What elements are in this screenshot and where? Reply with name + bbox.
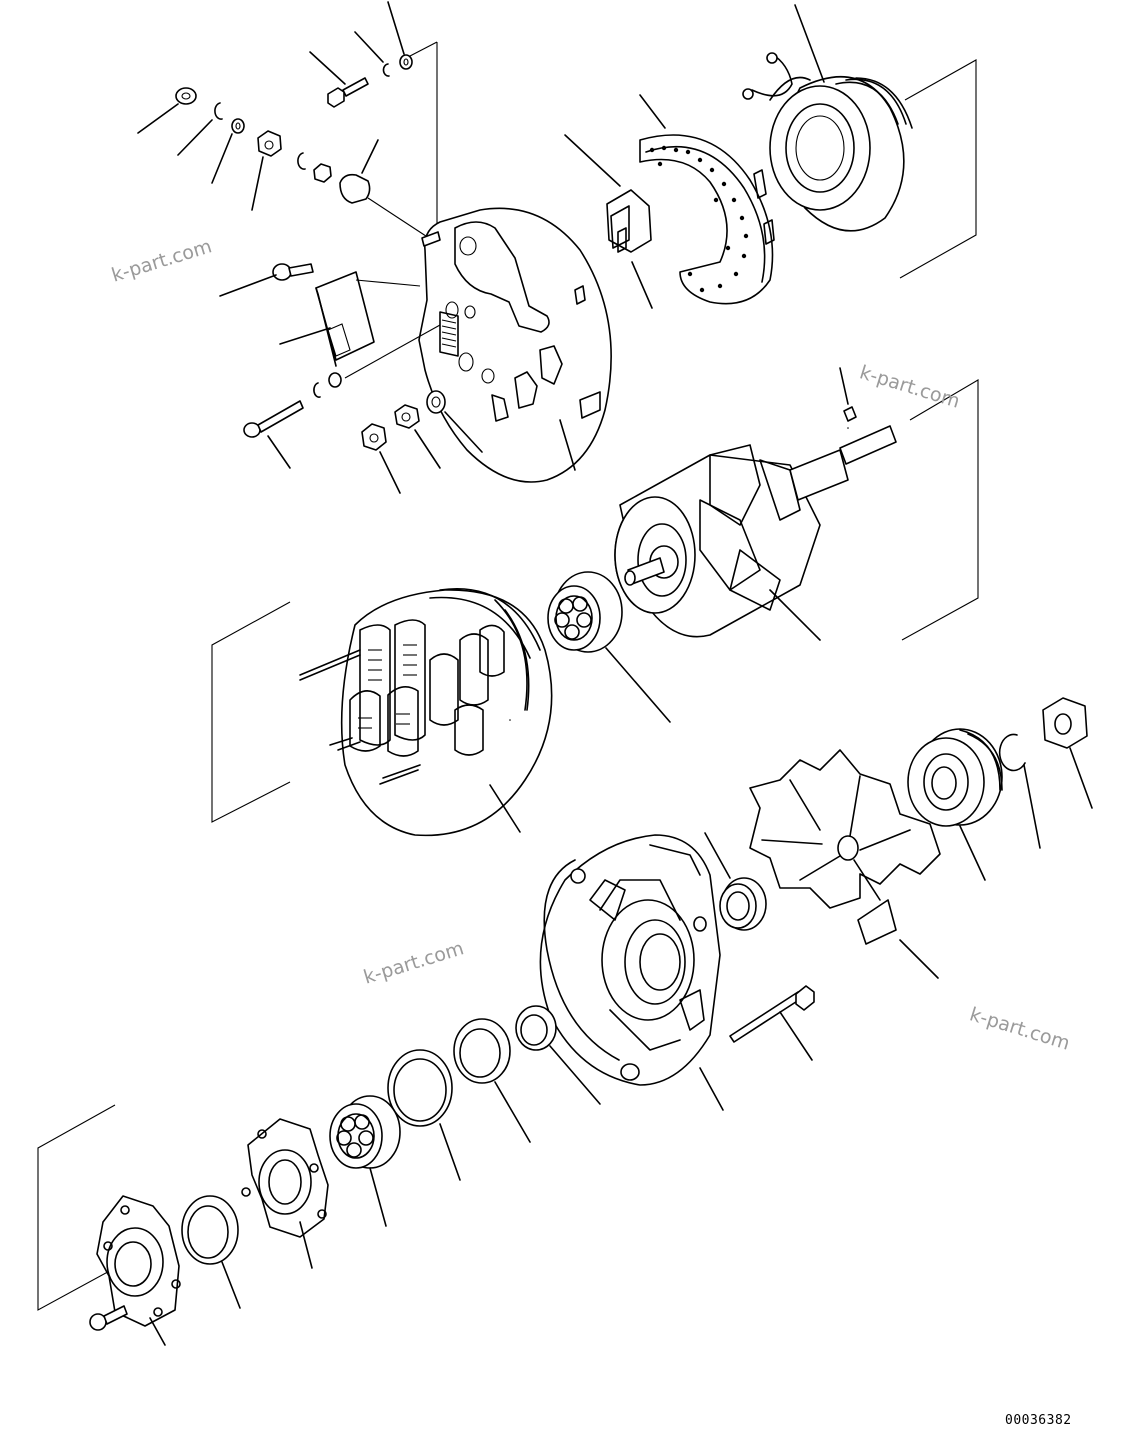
part-snap-ring-5 [998, 733, 1041, 849]
part-field-coil [742, 4, 913, 232]
group-bracket-stator-coil [899, 59, 977, 279]
part-washer-5 [426, 390, 483, 453]
part-snap-ring-1 [177, 102, 223, 156]
part-snap-ring-3 [354, 31, 390, 77]
part-spacer-2 [387, 1049, 461, 1181]
part-bolt-left [219, 263, 314, 297]
part-spacer-1 [453, 1018, 531, 1143]
part-seal-ring-1 [515, 1005, 601, 1105]
part-through-bolt [729, 985, 815, 1061]
diagram-number: 00036382 [1005, 1413, 1072, 1428]
part-washer-3 [387, 1, 413, 70]
part-nut-2 [251, 130, 282, 211]
group-bracket-stator [211, 601, 291, 823]
part-retainer-plate-2 [96, 1195, 181, 1346]
part-bolt-top [309, 51, 369, 108]
part-front-bearing [704, 832, 767, 931]
part-stator [299, 588, 553, 837]
part-nut-5 [1042, 697, 1093, 809]
part-bearing-1 [547, 571, 671, 723]
part-stud-bolt [421, 231, 441, 247]
part-front-housing [539, 834, 724, 1111]
group-bracket-rear-housing [409, 41, 438, 255]
part-snap-ring-2 [297, 152, 306, 170]
part-pulley [907, 728, 1003, 881]
part-regulator [564, 134, 653, 309]
part-bearing-2 [329, 1095, 401, 1227]
part-washer-4 [328, 324, 441, 388]
part-terminal-cap [339, 139, 433, 241]
part-cover-plate [279, 271, 421, 367]
part-seal-ring-2 [181, 1195, 241, 1309]
part-retainer-plate-1 [241, 1118, 329, 1269]
part-nut-4 [394, 404, 441, 469]
part-rectifier [639, 94, 775, 305]
part-rear-housing [418, 207, 612, 483]
part-long-screw [243, 400, 304, 469]
part-fan [749, 749, 941, 979]
part-rotor [614, 367, 897, 641]
part-washer-2 [313, 163, 332, 183]
part-nut-top-left [137, 87, 197, 134]
part-washer-1 [211, 118, 245, 184]
part-nut-3 [361, 423, 401, 494]
part-snap-ring-4 [313, 382, 321, 398]
group-bracket-bearing-retainer [37, 1104, 116, 1311]
group-bracket-rotor [901, 379, 979, 641]
part-screw-bottom [89, 1305, 128, 1331]
